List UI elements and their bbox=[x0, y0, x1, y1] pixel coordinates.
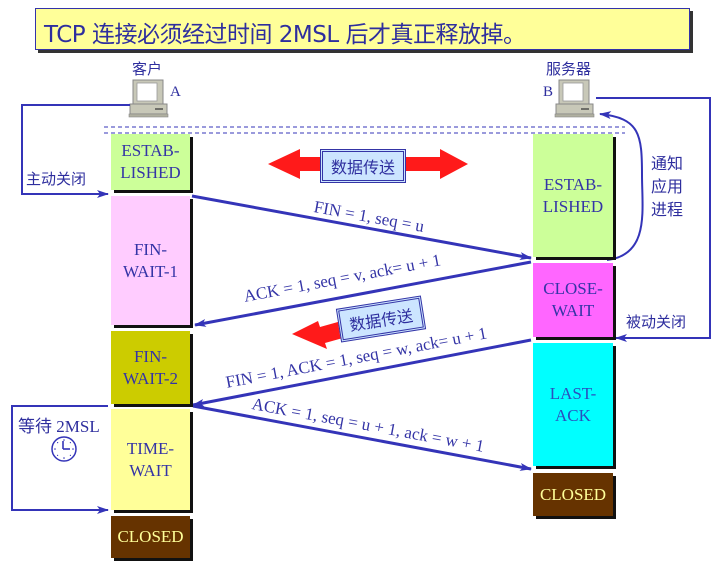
client-label: 客户 bbox=[132, 60, 163, 78]
client-state-time-wait: TIME- WAIT bbox=[111, 409, 190, 510]
client-state-established: ESTAB- LISHED bbox=[111, 134, 190, 190]
client-letter: A bbox=[170, 84, 181, 100]
msg-arrow-ack bbox=[194, 260, 532, 327]
data-transfer-left-arrow bbox=[292, 320, 350, 349]
server-state-close-wait: CLOSE- WAIT bbox=[533, 263, 613, 337]
notify-app-connector bbox=[599, 111, 644, 261]
server-state-established: ESTAB- LISHED bbox=[533, 134, 613, 257]
clock-icon bbox=[51, 436, 77, 462]
msg-arrow-fin bbox=[191, 194, 532, 260]
wait-2msl-label: 等待 2MSL bbox=[18, 417, 100, 436]
server-letter: B bbox=[543, 84, 554, 100]
client-state-closed: CLOSED bbox=[111, 516, 190, 558]
client-computer-icon bbox=[128, 79, 169, 118]
passive-close-connector bbox=[596, 97, 711, 342]
data-transfer-box-top: 数据传送 bbox=[320, 149, 407, 183]
server-computer-icon bbox=[554, 79, 595, 118]
active-close-label: 主动关闭 bbox=[26, 170, 87, 188]
server-state-last-ack: LAST- ACK bbox=[533, 343, 613, 466]
diagram-title: TCP 连接必须经过时间 2MSL 后才真正释放掉。 bbox=[44, 22, 526, 48]
msg-arrow-fin-ack bbox=[192, 338, 532, 407]
passive-close-label: 被动关闭 bbox=[626, 313, 687, 331]
client-state-fin-wait-2: FIN- WAIT-2 bbox=[111, 331, 190, 404]
wait-2msl-connector bbox=[11, 405, 109, 514]
notify-app-label: 通知 应用 进程 bbox=[651, 154, 684, 219]
active-close-connector bbox=[21, 104, 130, 198]
msg-arrow-final-ack bbox=[192, 404, 532, 471]
server-label: 服务器 bbox=[546, 60, 592, 78]
client-state-fin-wait-1: FIN- WAIT-1 bbox=[111, 196, 190, 325]
title-box: TCP 连接必须经过时间 2MSL 后才真正释放掉。 bbox=[35, 8, 690, 50]
server-state-closed: CLOSED bbox=[533, 473, 613, 516]
